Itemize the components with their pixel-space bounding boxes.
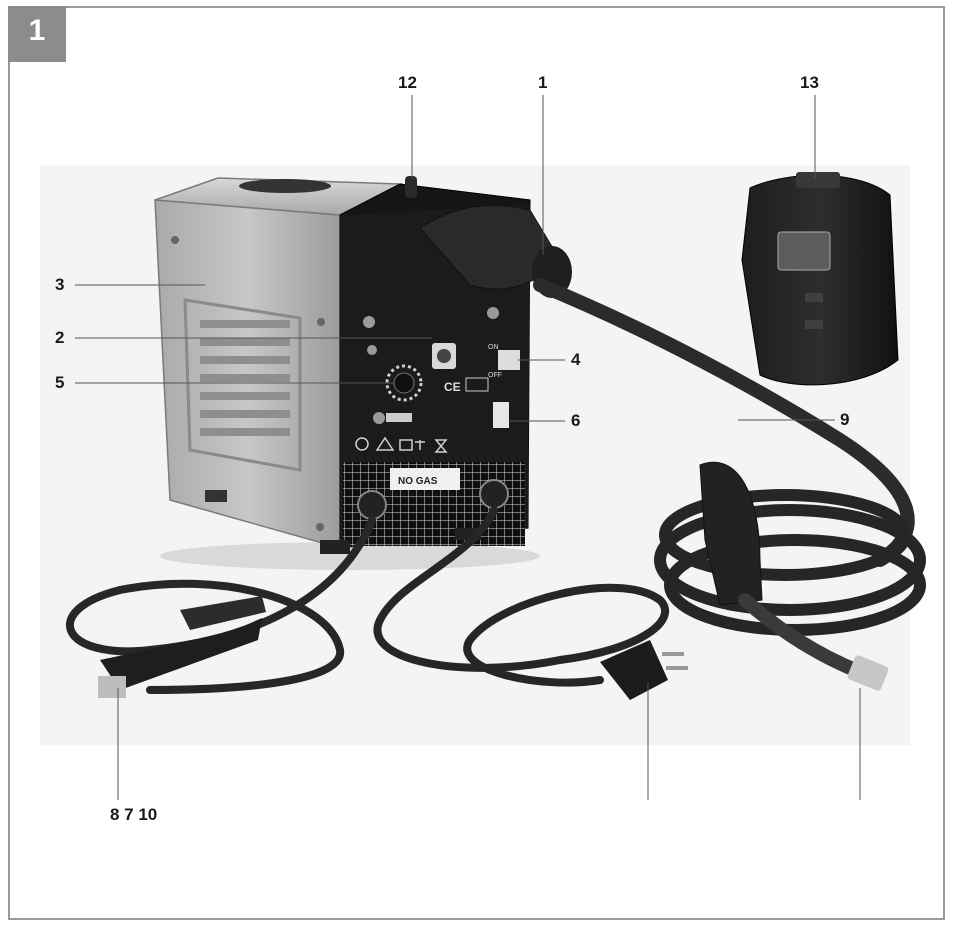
power-selector bbox=[493, 402, 509, 428]
callout-6: 6 bbox=[571, 411, 581, 430]
ground-clamp-jaw bbox=[100, 618, 262, 690]
top-knob bbox=[405, 176, 417, 198]
mask-viewing-glass bbox=[777, 231, 831, 271]
current-dial-scale bbox=[385, 364, 423, 402]
housing-panel-edge bbox=[183, 298, 302, 472]
top-handle bbox=[239, 179, 331, 193]
socket-right bbox=[479, 479, 509, 509]
ce-mark: CE bbox=[444, 380, 461, 394]
power-cord bbox=[373, 506, 670, 687]
ground-clamp-top bbox=[180, 596, 266, 630]
welding-mask bbox=[741, 174, 899, 386]
vent-slots bbox=[200, 320, 290, 436]
callout-2: 2 bbox=[55, 328, 65, 347]
torch-neck bbox=[738, 593, 867, 679]
callout-8-7-10: 8 7 10 bbox=[110, 805, 158, 824]
callout-9: 9 bbox=[840, 410, 850, 429]
leader-lines bbox=[75, 95, 861, 800]
figure-number-tab: 1 bbox=[8, 6, 66, 62]
torch-cable bbox=[533, 278, 915, 567]
socket-left bbox=[357, 490, 387, 520]
callout-12: 12 bbox=[398, 73, 417, 92]
callout-4: 4 bbox=[571, 350, 581, 369]
torch-handle bbox=[699, 461, 763, 606]
torch-nozzle bbox=[847, 655, 889, 691]
power-switch bbox=[498, 350, 520, 370]
warning-symbols bbox=[355, 436, 448, 453]
callout-13: 13 bbox=[800, 73, 819, 92]
current-dial bbox=[393, 372, 415, 394]
ground-clamp-tip bbox=[98, 676, 126, 698]
mains-plug bbox=[600, 640, 668, 700]
figure-number: 1 bbox=[28, 14, 46, 47]
mask-handle bbox=[796, 172, 840, 188]
switch-off-label: OFF bbox=[488, 372, 502, 379]
callout-3: 3 bbox=[55, 275, 65, 294]
callout-1: 1 bbox=[538, 73, 548, 92]
callout-5: 5 bbox=[55, 373, 65, 392]
svg-text:NO GAS: NO GAS bbox=[398, 476, 438, 487]
no-gas-label bbox=[390, 468, 460, 490]
switch-on-label: ON bbox=[488, 344, 499, 351]
